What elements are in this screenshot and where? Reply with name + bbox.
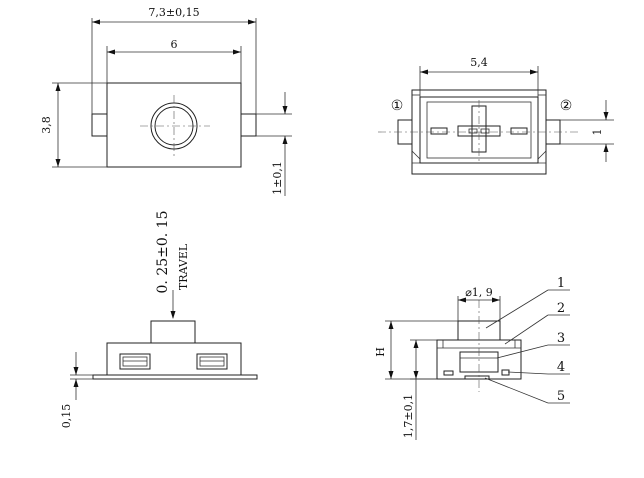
part-number-5: 5 — [557, 389, 565, 404]
travel-value: 0. 25±0. 15 — [155, 211, 171, 294]
top-view: 7,3±0,15 6 3,8 1±0,1 — [40, 6, 292, 196]
terminal-marker-2: ② — [560, 98, 573, 114]
dim-inner-width: 5,4 — [470, 56, 488, 69]
bottom-view-cavity — [419, 96, 539, 164]
side-view-housing — [106, 342, 242, 376]
side-view-base — [92, 374, 258, 380]
dim-body-width: 6 — [171, 38, 178, 51]
terminal-marker-1: ① — [391, 98, 404, 114]
top-view-left-terminal — [91, 113, 108, 137]
dim-height: 3,8 — [40, 116, 53, 134]
top-view-right-terminal — [240, 113, 257, 137]
part-number-4: 4 — [557, 360, 565, 375]
side-view-button — [150, 320, 196, 344]
side-view: 0. 25±0. 15 TRAVEL 0,15 — [60, 211, 258, 429]
dim-base-height: 1,7±0,1 — [402, 394, 415, 438]
part-number-1: 1 — [557, 276, 565, 291]
dim-button-diameter: ⌀1, 9 — [465, 286, 493, 299]
dim-height-symbol: H — [374, 347, 387, 357]
section-view: ⌀1, 9 H 1,7±0,1 1 2 3 4 5 — [374, 276, 570, 440]
part-number-2: 2 — [557, 301, 565, 316]
bottom-view: 5,4 1 ① ② — [378, 56, 614, 175]
dim-base-thickness: 0,15 — [60, 404, 73, 429]
part-number-3: 3 — [557, 331, 565, 346]
dim-overall-width: 7,3±0,15 — [148, 6, 199, 19]
travel-label: TRAVEL — [177, 243, 190, 290]
dim-terminal: 1±0,1 — [271, 161, 284, 195]
dim-terminal-width: 1 — [591, 129, 604, 136]
